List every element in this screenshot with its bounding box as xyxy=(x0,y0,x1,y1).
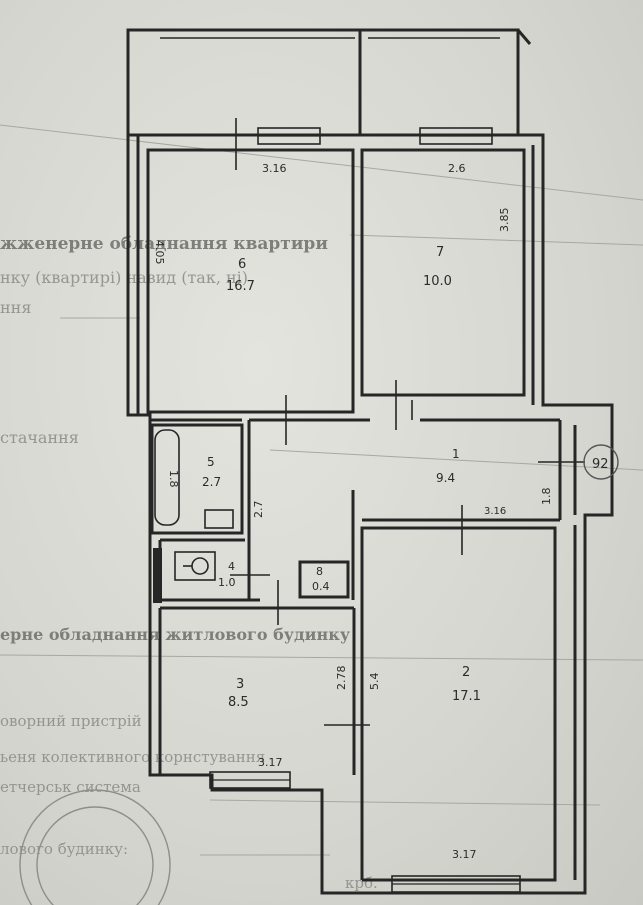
dim-316-top: 3.16 xyxy=(262,162,287,175)
room-2-number: 2 xyxy=(462,665,470,680)
room-1-area: 9.4 xyxy=(436,471,455,485)
door-marks xyxy=(230,118,585,726)
room-7-area: 10.0 xyxy=(423,274,452,289)
bg-heading-apartment-equipment: жженерне обладнання квартири xyxy=(0,234,328,254)
circled-mark-number: 92 xyxy=(592,457,609,472)
dim-405: 4.05 xyxy=(153,240,166,265)
room-8-number: 8 xyxy=(316,565,323,578)
room-1-number: 1 xyxy=(452,447,460,461)
dim-316-mid: 3.16 xyxy=(484,506,506,517)
room-5-number: 5 xyxy=(207,455,215,469)
bg-heading-building-equipment: ерне обладнання житлового будинку xyxy=(0,625,351,644)
bg-line: ьеня колективного корнстування xyxy=(0,748,266,766)
room-8-area: 0.4 xyxy=(312,580,330,593)
room-4-area: 1.0 xyxy=(218,576,236,589)
room-4-number: 4 xyxy=(228,560,235,573)
outer-walls xyxy=(126,133,614,895)
room-walls xyxy=(146,148,562,882)
form-lines xyxy=(0,124,643,856)
circled-mark: 92 xyxy=(583,444,619,480)
dim-385: 3.85 xyxy=(498,208,511,233)
dimension-labels: 3.16 2.6 4.05 3.85 1.8 2.7 1.8 3.16 2.78… xyxy=(153,162,553,861)
room-5-area: 2.7 xyxy=(202,475,221,489)
dim-317-bottom: 3.17 xyxy=(452,848,477,861)
bg-line: нку (квартирі) навид (так, ні) xyxy=(0,268,249,287)
dim-278: 2.78 xyxy=(335,666,348,691)
bg-line: стачання xyxy=(0,428,79,447)
room-labels: 6 16.7 7 10.0 5 2.7 1 9.4 4 1.0 8 0.4 3 … xyxy=(202,245,481,710)
fixtures xyxy=(153,429,234,603)
room-7-number: 7 xyxy=(436,245,444,260)
dim-18-right: 1.8 xyxy=(540,488,553,506)
room-3-number: 3 xyxy=(236,677,244,692)
room-6-area: 16.7 xyxy=(226,279,255,294)
room-2-area: 17.1 xyxy=(452,689,481,704)
dim-54: 5.4 xyxy=(368,673,381,691)
dim-27: 2.7 xyxy=(252,501,265,519)
bg-line: лового будинку: xyxy=(0,840,129,858)
balconies xyxy=(126,28,532,137)
bg-line: етчерськ система xyxy=(0,778,141,796)
dim-317-mid: 3.17 xyxy=(258,756,283,769)
room-3-area: 8.5 xyxy=(228,695,249,710)
windows xyxy=(209,127,521,893)
bg-line: оворний пристрій xyxy=(0,712,142,730)
dim-26: 2.6 xyxy=(448,162,466,175)
stamp xyxy=(19,789,171,905)
bg-line: ння xyxy=(0,298,32,317)
dim-18-left: 1.8 xyxy=(167,470,180,488)
room-6-number: 6 xyxy=(238,257,246,272)
